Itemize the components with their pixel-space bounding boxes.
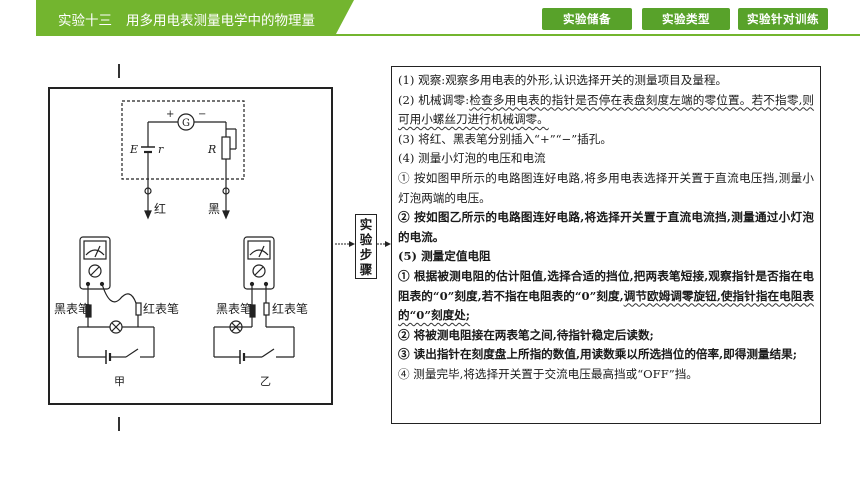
- steps-text-box: (1) 观察:观察多用电表的外形,认识选择开关的测量项目及量程。 (2) 机械调…: [391, 66, 821, 424]
- red-probe-a-label: 红表笔: [143, 301, 179, 316]
- step-5-3: ③ 读出指针在刻度盘上所指的数值,用读数乘以所选挡位的倍率,即得测量结果;: [398, 347, 797, 362]
- ohmmeter-internal-box: [121, 100, 245, 180]
- plus-sign: +: [166, 109, 174, 120]
- step-5-1-underlined: 调节欧姆调零旋钮,使指针指在电阻表的“0”刻度处;: [398, 288, 814, 323]
- red-probe-b-label: 红表笔: [272, 301, 308, 316]
- steps-char-3: 步: [359, 246, 373, 262]
- red-label: 红: [154, 201, 166, 216]
- header-divider: [36, 34, 860, 36]
- step-4-1: ① 按如图甲所示的电路图连好电路,将多用电表选择开关置于直流电压挡,测量小灯泡两…: [398, 170, 814, 205]
- step-2: (2) 机械调零:检查多用电表的指针是否停在表盘刻度左端的零位置。若不指零,则可…: [398, 91, 814, 130]
- step-3: (3) 将红、黑表笔分别插入“+”“−”插孔。: [398, 131, 612, 146]
- margin-tick-top: [118, 64, 120, 78]
- black-label: 黑: [208, 202, 220, 216]
- black-probe-a-label: 黑表笔: [54, 301, 90, 316]
- step-2-body: 检查多用电表的指针是否停在表盘刻度左端的零位置。若不指零,则可用小螺丝刀进行机械…: [398, 92, 815, 127]
- minus-sign: −: [198, 109, 206, 120]
- steps-char-1: 实: [359, 216, 373, 232]
- experiment-steps-label: 实 验 步 骤: [355, 214, 377, 279]
- header-bar: 实验十三用多用电表测量电学中的物理量 实验储备 实验类型 实验针对训练: [0, 0, 860, 38]
- steps-char-4: 骤: [359, 261, 373, 277]
- circuit-svg: G + − E r R 红 黑: [54, 100, 308, 388]
- chapter-title: 用多用电表测量电学中的物理量: [126, 13, 315, 29]
- black-probe-b-label: 黑表笔: [216, 301, 252, 316]
- circuit-diagram: G + − E r R 红 黑: [48, 87, 333, 405]
- step-5-4: ④ 测量完毕,将选择开关置于交流电压最高挡或“OFF”挡。: [398, 366, 698, 381]
- step-5-1: ① 根据被测电阻的估计阻值,选择合适的挡位,把两表笔短接,观察指针是否指在电阻表…: [398, 267, 814, 326]
- rheostat-icon: [221, 136, 231, 160]
- step-2-title: (2) 机械调零:: [398, 92, 470, 107]
- step-4-2: ② 按如图乙所示的电路图连好电路,将选择开关置于直流电流挡,测量通过小灯泡的电流…: [398, 210, 814, 244]
- nav-button-training[interactable]: 实验针对训练: [738, 8, 828, 30]
- page-title: 实验十三用多用电表测量电学中的物理量: [58, 9, 315, 29]
- steps-char-2: 验: [359, 231, 373, 247]
- nav-button-types[interactable]: 实验类型: [642, 8, 730, 30]
- step-5-1-main: ① 根据被测电阻的估计阻值,选择合适的挡位,把两表笔短接,观察指针是否指在电阻表…: [398, 268, 814, 303]
- step-4: (4) 测量小灯泡的电压和电流: [398, 151, 546, 166]
- multimeter-b-icon: [243, 236, 275, 305]
- figure-a-label: 甲: [114, 375, 125, 388]
- multimeter-a-icon: [79, 236, 137, 317]
- step-5: (5) 测量定值电阻: [398, 249, 491, 264]
- nav-button-reserve[interactable]: 实验储备: [542, 8, 632, 30]
- step-1: (1) 观察:观察多用电表的外形,认识选择开关的测量项目及量程。: [398, 73, 728, 87]
- switch-a-icon: [125, 348, 139, 358]
- internal-resistance-label: r: [158, 143, 164, 156]
- figure-b-label: 乙: [260, 375, 271, 388]
- chapter-number: 实验十三: [58, 13, 112, 29]
- switch-b-icon: [261, 348, 275, 358]
- margin-tick-bottom: [118, 417, 120, 431]
- galvanometer-label: G: [182, 118, 190, 129]
- step-5-2: ② 将被测电阻接在两表笔之间,待指针稳定后读数;: [398, 327, 654, 342]
- arrow-icons: [335, 241, 391, 247]
- title-tab: [36, 0, 354, 36]
- emf-label: E: [129, 143, 138, 156]
- resistor-label: R: [207, 143, 216, 156]
